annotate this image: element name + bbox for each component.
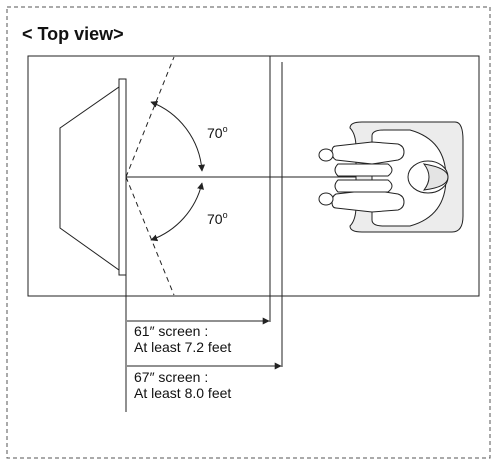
- screen-label-67: 67″ screen :: [134, 369, 208, 385]
- angle-arc-upper: [150, 101, 206, 172]
- seated-viewer-icon: [318, 121, 464, 233]
- viewing-angle-line-upper: [125, 56, 175, 178]
- tv-top-view-icon: [59, 78, 127, 276]
- requirement-label-67: At least 8.0 feet: [134, 385, 231, 401]
- angle-arc-lower: [150, 182, 204, 242]
- angle-label-upper: 70o: [207, 124, 228, 141]
- dashed-frame: [6, 6, 491, 459]
- diagram-title: < Top view>: [22, 24, 124, 44]
- angle-label-lower: 70o: [207, 210, 228, 227]
- viewing-angle-line-lower: [125, 176, 175, 296]
- requirement-label-61: At least 7.2 feet: [134, 339, 231, 355]
- screen-label-61: 61″ screen :: [134, 323, 208, 339]
- room-outline: [27, 55, 480, 297]
